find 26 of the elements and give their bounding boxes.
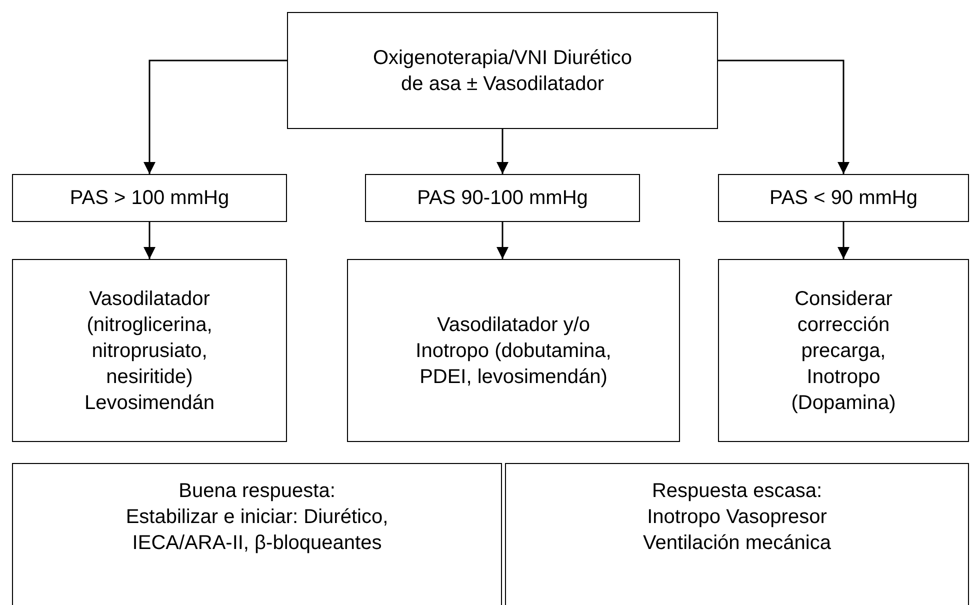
box-text: PAS < 90 mmHg xyxy=(769,186,918,211)
arrow xyxy=(144,60,287,174)
box-text: Considerar corrección precarga, Inotropo (Dopamina) xyxy=(790,286,897,416)
process-box xyxy=(347,259,680,442)
process-box xyxy=(365,174,640,222)
process-box xyxy=(12,463,502,605)
box-text: PAS 90-100 mmHg xyxy=(417,186,588,211)
arrow xyxy=(718,60,850,174)
process-box xyxy=(718,259,969,442)
box-text: Estabilizar e iniciar: Diurético, IECA/ARA-II, β-bloqueantes xyxy=(124,505,390,556)
box-text: Respuesta escasa: xyxy=(652,479,822,504)
box-text: PAS > 100 mmHg xyxy=(70,186,230,211)
box-text: Oxigenoterapia/VNI Diurético de asa ± Vasodilatador xyxy=(372,46,632,96)
box-text: Vasodilatador (nitroglicerina, nitroprusiato, nesiritide) Levosimendán xyxy=(83,286,216,416)
process-box xyxy=(505,463,969,605)
arrow xyxy=(838,222,850,259)
arrow xyxy=(496,129,508,174)
process-box xyxy=(12,174,287,222)
box-text: Buena respuesta: xyxy=(178,479,336,504)
box-text: Inotropo Vasopresor Ventilación mecánica xyxy=(642,505,832,556)
box-text: Vasodilatador y/o Inotropo (dobutamina, PDEI, levosimendán) xyxy=(414,312,612,390)
process-box xyxy=(718,174,969,222)
arrow xyxy=(496,222,508,259)
process-box xyxy=(12,259,287,442)
arrow xyxy=(144,222,156,259)
process-box xyxy=(287,12,718,129)
